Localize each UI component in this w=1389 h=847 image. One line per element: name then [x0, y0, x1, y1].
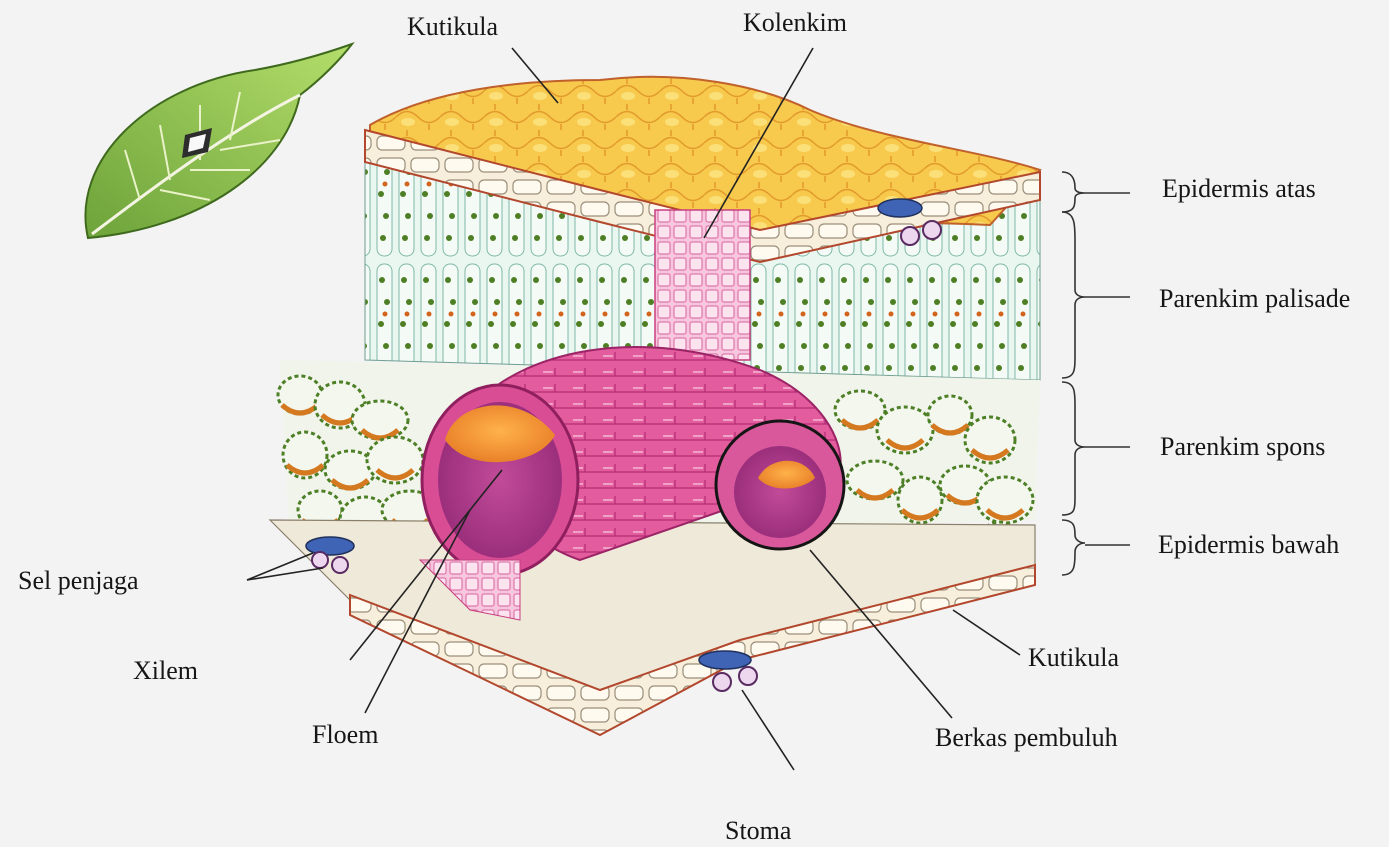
leader-kutikula-bottom [953, 610, 1020, 655]
leader-stoma [742, 690, 794, 770]
label-epidermis-bawah: Epidermis bawah [1158, 532, 1339, 558]
bracket-spons [1062, 382, 1085, 515]
collenchyma-tissue [655, 210, 750, 360]
label-sel-penjaga: Sel penjaga [18, 568, 139, 594]
label-kutikula-top: Kutikula [407, 14, 498, 40]
spongy-cell [847, 461, 903, 499]
bracket-epidermis-bawah [1062, 520, 1085, 575]
label-stoma: Stoma [725, 818, 791, 844]
label-epidermis-atas: Epidermis atas [1162, 176, 1316, 202]
spongy-cell [352, 401, 408, 439]
label-kolenkim: Kolenkim [743, 10, 847, 36]
bracket-epidermis-atas [1062, 172, 1085, 212]
label-parenkim-spons: Parenkim spons [1160, 434, 1325, 460]
label-floem: Floem [312, 722, 378, 748]
label-berkas-pembuluh: Berkas pembuluh [935, 725, 1118, 751]
leaf-thumbnail [85, 44, 352, 238]
leader-sel-penjaga-b [247, 568, 323, 580]
label-xilem: Xilem [133, 658, 198, 684]
vascular-bundle-highlight [716, 421, 844, 549]
layer-brackets [1062, 172, 1130, 575]
label-parenkim-palisade: Parenkim palisade [1159, 286, 1350, 312]
bracket-palisade [1062, 212, 1085, 378]
label-kutikula-bottom: Kutikula [1028, 645, 1119, 671]
leaf-block [270, 77, 1040, 735]
leader-sel-penjaga-a [247, 553, 313, 580]
